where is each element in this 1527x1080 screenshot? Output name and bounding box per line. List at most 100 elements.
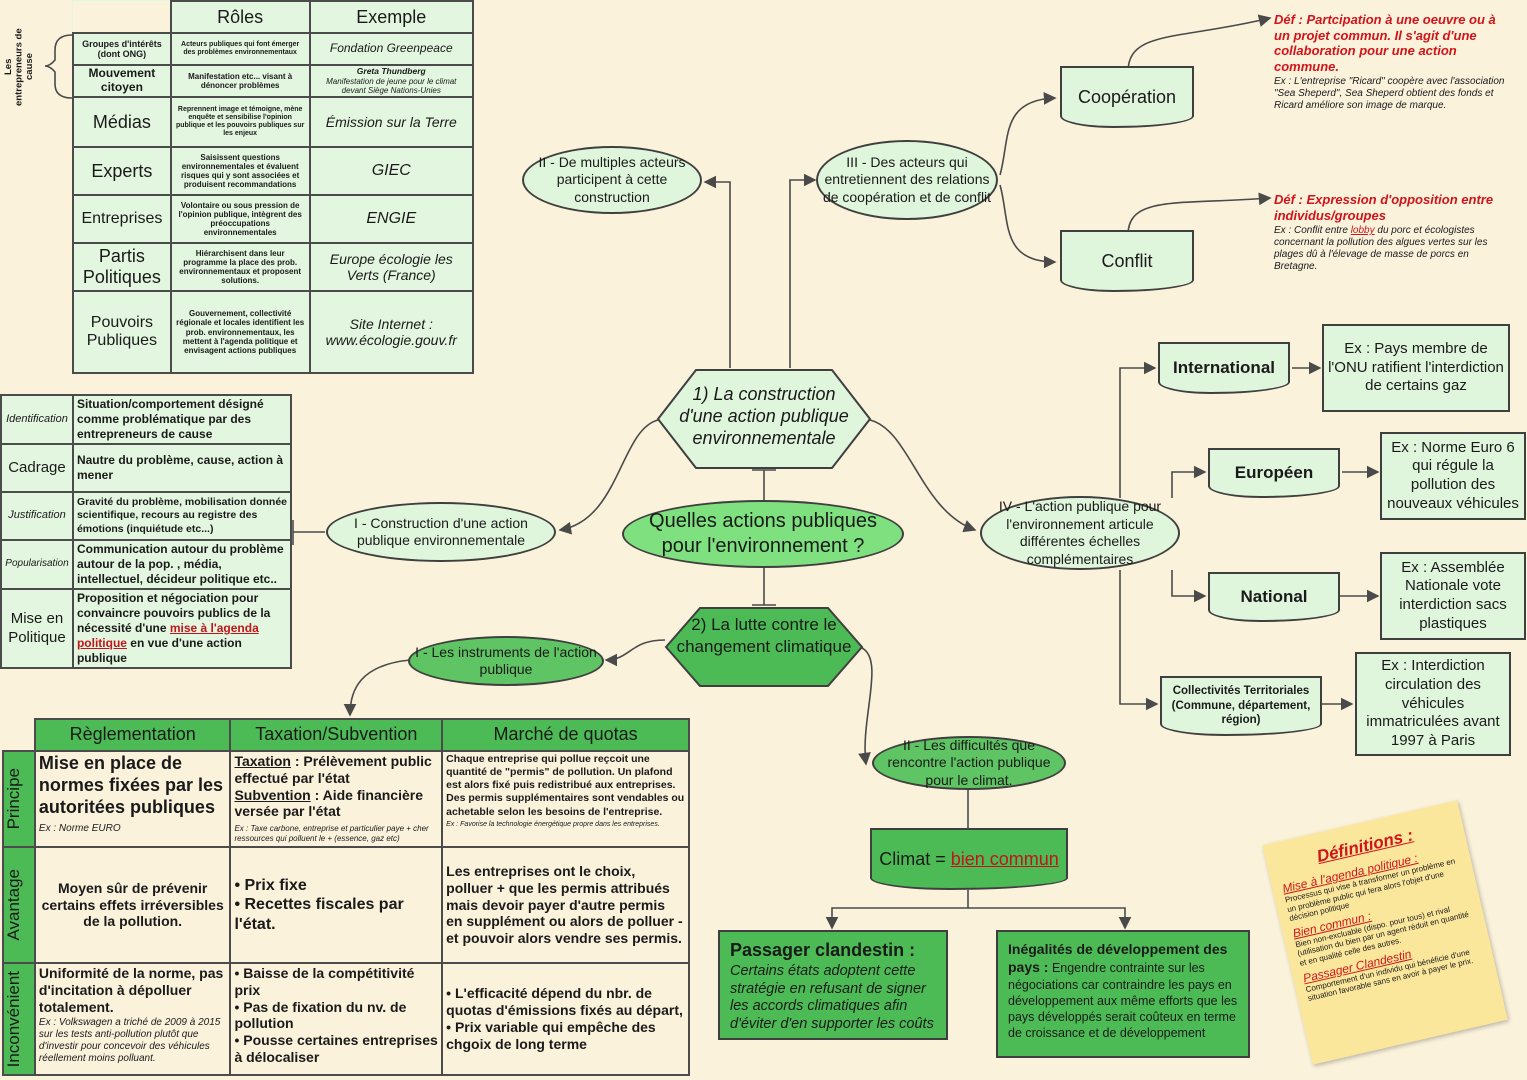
roles-header-role: Rôles bbox=[169, 0, 311, 34]
scale-label: National bbox=[1240, 587, 1308, 606]
scale-collectivites[interactable]: Collectivités Territoriales (Commune, dé… bbox=[1160, 676, 1322, 736]
lobby-link[interactable]: lobby bbox=[1350, 225, 1375, 237]
agenda-link[interactable]: mise à l'agenda politique bbox=[76, 621, 259, 650]
avantage-reg-text: Moyen sûr de prévenir certains effets ir… bbox=[41, 879, 224, 930]
step-text-post: en vue d'une action publique bbox=[76, 636, 242, 665]
inegalites-text: Engendre contrainte sur les négociations… bbox=[1008, 961, 1238, 1041]
cell-avantage-tax: • Prix fixe• Recettes fiscales par l'éta… bbox=[229, 846, 444, 964]
branch-I[interactable]: I - Construction d'une action publique e… bbox=[326, 502, 556, 562]
row-principe: Principe bbox=[2, 750, 36, 848]
passager-title: Passager clandestin : bbox=[730, 940, 916, 960]
taxation-term: Taxation bbox=[234, 753, 291, 769]
cell-principe-reg: Mise en place de normes fixées par les a… bbox=[33, 750, 232, 848]
table-row: Avantage Moyen sûr de prévenir certains … bbox=[2, 846, 690, 964]
scale-national[interactable]: National bbox=[1208, 572, 1340, 622]
role-example: Émission sur la Terre bbox=[308, 96, 475, 149]
role-example-title: Greta Thundberg bbox=[356, 66, 426, 76]
step-label: Cadrage bbox=[0, 443, 74, 493]
step-label: Popularisation bbox=[0, 539, 74, 590]
conflit-def-text: Déf : Expression d'opposition entre indi… bbox=[1274, 192, 1494, 223]
row-avantage: Avantage bbox=[2, 846, 36, 964]
side-label-entrepreneurs: Les entrepreneurs de cause bbox=[3, 28, 44, 106]
conflit-ex-post: du porc et écologistes concernant la pol… bbox=[1274, 225, 1488, 273]
list-item: • Pas de fixation du nv. de pollution bbox=[234, 998, 407, 1032]
conflit-ex-pre: Ex : Conflit entre bbox=[1274, 225, 1351, 237]
cooperation-label: Coopération bbox=[1077, 86, 1177, 107]
central-question[interactable]: Quelles actions publiques pour l'environ… bbox=[622, 500, 904, 568]
table-row: Experts Saisissent questions environneme… bbox=[72, 146, 475, 197]
principe-tax-ex: Ex : Taxe carbone, entreprise et particu… bbox=[234, 824, 429, 843]
list-item: • Baisse de la compétitivité prix bbox=[234, 965, 415, 998]
climat-pre: Climat = bbox=[879, 848, 951, 869]
inegalites-title: Inégalités de développement des pays : bbox=[1008, 941, 1228, 976]
role-example: Site Internet : www.écologie.gouv.fr bbox=[308, 290, 475, 375]
instruments-table-blank bbox=[3, 719, 35, 751]
step-label: Identification bbox=[0, 394, 74, 445]
cooperation-ex-text: Ex : L'entreprise "Ricard" coopère avec … bbox=[1274, 76, 1505, 112]
branch-IV[interactable]: IV - L'action publique pour l'environnem… bbox=[980, 496, 1180, 570]
conflit-box[interactable]: Conflit bbox=[1060, 230, 1194, 292]
conflit-definition: Déf : Expression d'opposition entre indi… bbox=[1274, 192, 1504, 273]
table-row: Entreprises Volontaire ou sous pression … bbox=[72, 194, 475, 245]
inconvenient-quo-item: L'efficacité dépend du nbr. de quotas d'… bbox=[446, 985, 683, 1019]
inconvenient-quo-item: Prix variable qui empêche des chgoix de … bbox=[446, 1019, 656, 1052]
branch-II[interactable]: II - De multiples acteurs participent à … bbox=[522, 146, 702, 214]
row-inconvenient: Inconvénient bbox=[2, 962, 36, 1076]
role-desc: Saisissent questions environnementales e… bbox=[169, 146, 311, 197]
cooperation-box[interactable]: Coopération bbox=[1060, 66, 1194, 128]
branch-difficultes[interactable]: II - Les difficultés que rencontre l'act… bbox=[872, 736, 1066, 790]
col-reglementation: Règlementation bbox=[33, 718, 232, 752]
climat-text: Climat = bien commun bbox=[879, 849, 1059, 870]
side-label-text: Les entrepreneurs de cause bbox=[3, 28, 35, 106]
table-row: Pouvoirs Publiques Gouvernement, collect… bbox=[72, 290, 475, 375]
scale-example-national: Ex : Assemblée Nationale vote interdicti… bbox=[1380, 552, 1526, 640]
role-example: GIEC bbox=[308, 146, 475, 197]
role-example: ENGIE bbox=[308, 194, 475, 245]
col-quotas: Marché de quotas bbox=[441, 718, 690, 752]
avantage-tax-item: Recettes fiscales par l'état. bbox=[234, 896, 404, 933]
principe-quo-text: Chaque entreprise qui pollue reçcoit une… bbox=[446, 753, 685, 818]
side-label: Principe bbox=[4, 768, 23, 830]
climat-box[interactable]: Climat = bien commun bbox=[870, 828, 1068, 890]
bien-commun-link[interactable]: bien commun bbox=[950, 848, 1059, 869]
inegalites-box: Inégalités de développement des pays : E… bbox=[996, 930, 1250, 1058]
hexagon-construction[interactable] bbox=[656, 368, 872, 470]
cell-inconvenient-quo: • L'efficacité dépend du nbr. de quotas … bbox=[441, 962, 690, 1076]
table-row: Groupes d'intérêts (dont ONG) Acteurs pu… bbox=[72, 32, 475, 66]
cell-avantage-reg: Moyen sûr de prévenir certains effets ir… bbox=[33, 846, 232, 964]
avantage-quo-text: Les entreprises ont le choix, polluer + … bbox=[446, 863, 683, 947]
table-row: Partis Politiques Hiérarchisent dans leu… bbox=[72, 242, 475, 293]
cell-principe-quo: Chaque entreprise qui pollue reçcoit une… bbox=[441, 750, 690, 848]
step-text: Proposition et négociation pour convainc… bbox=[71, 588, 293, 669]
table-row: Médias Reprennent image et témoigne, mèn… bbox=[72, 96, 475, 149]
role-name: Entreprises bbox=[72, 194, 172, 245]
roles-table: Rôles Exemple Groupes d'intérêts (dont O… bbox=[72, 0, 475, 375]
scale-label: Collectivités Territoriales (Commune, dé… bbox=[1171, 685, 1311, 727]
scale-europeen[interactable]: Européen bbox=[1208, 448, 1340, 498]
principe-reg-ex: Ex : Norme EURO bbox=[38, 822, 121, 834]
cell-inconvenient-tax: • Baisse de la compétitivité prix• Pas d… bbox=[229, 962, 444, 1076]
list-item: • Recettes fiscales par l'état. bbox=[234, 896, 404, 933]
passager-text: Certains états adoptent cette stratégie … bbox=[730, 963, 934, 1033]
cell-inconvenient-reg: Uniformité de la norme, pas d'incitation… bbox=[33, 962, 232, 1076]
hex1-text: 1) La construction d'une action publique… bbox=[679, 384, 849, 448]
inconvenient-tax-item: Pas de fixation du nv. de pollution bbox=[234, 998, 407, 1032]
step-label: Justification bbox=[0, 491, 74, 541]
branch-instruments[interactable]: I - Les instruments de l'action publique bbox=[408, 636, 604, 686]
inconvenient-reg-text: Uniformité de la norme, pas d'incitation… bbox=[38, 965, 224, 1015]
branch-III[interactable]: III - Des acteurs qui entretiennent des … bbox=[816, 140, 998, 220]
role-desc: Manifestation etc... visant à dénoncer p… bbox=[169, 63, 311, 99]
step-text: Gravité du problème, mobilisation donnée… bbox=[71, 491, 293, 541]
role-name: Mouvement citoyen bbox=[72, 63, 172, 99]
step-label: Mise en Politique bbox=[0, 588, 74, 669]
cooperation-def-text: Déf : Partcipation à une oeuvre ou à un … bbox=[1274, 12, 1496, 74]
scale-example-europeen: Ex : Norme Euro 6 qui régule la pollutio… bbox=[1380, 432, 1526, 520]
col-taxation: Taxation/Subvention bbox=[229, 718, 444, 752]
scale-international[interactable]: International bbox=[1158, 342, 1290, 394]
hexagon-climat[interactable] bbox=[664, 606, 864, 688]
